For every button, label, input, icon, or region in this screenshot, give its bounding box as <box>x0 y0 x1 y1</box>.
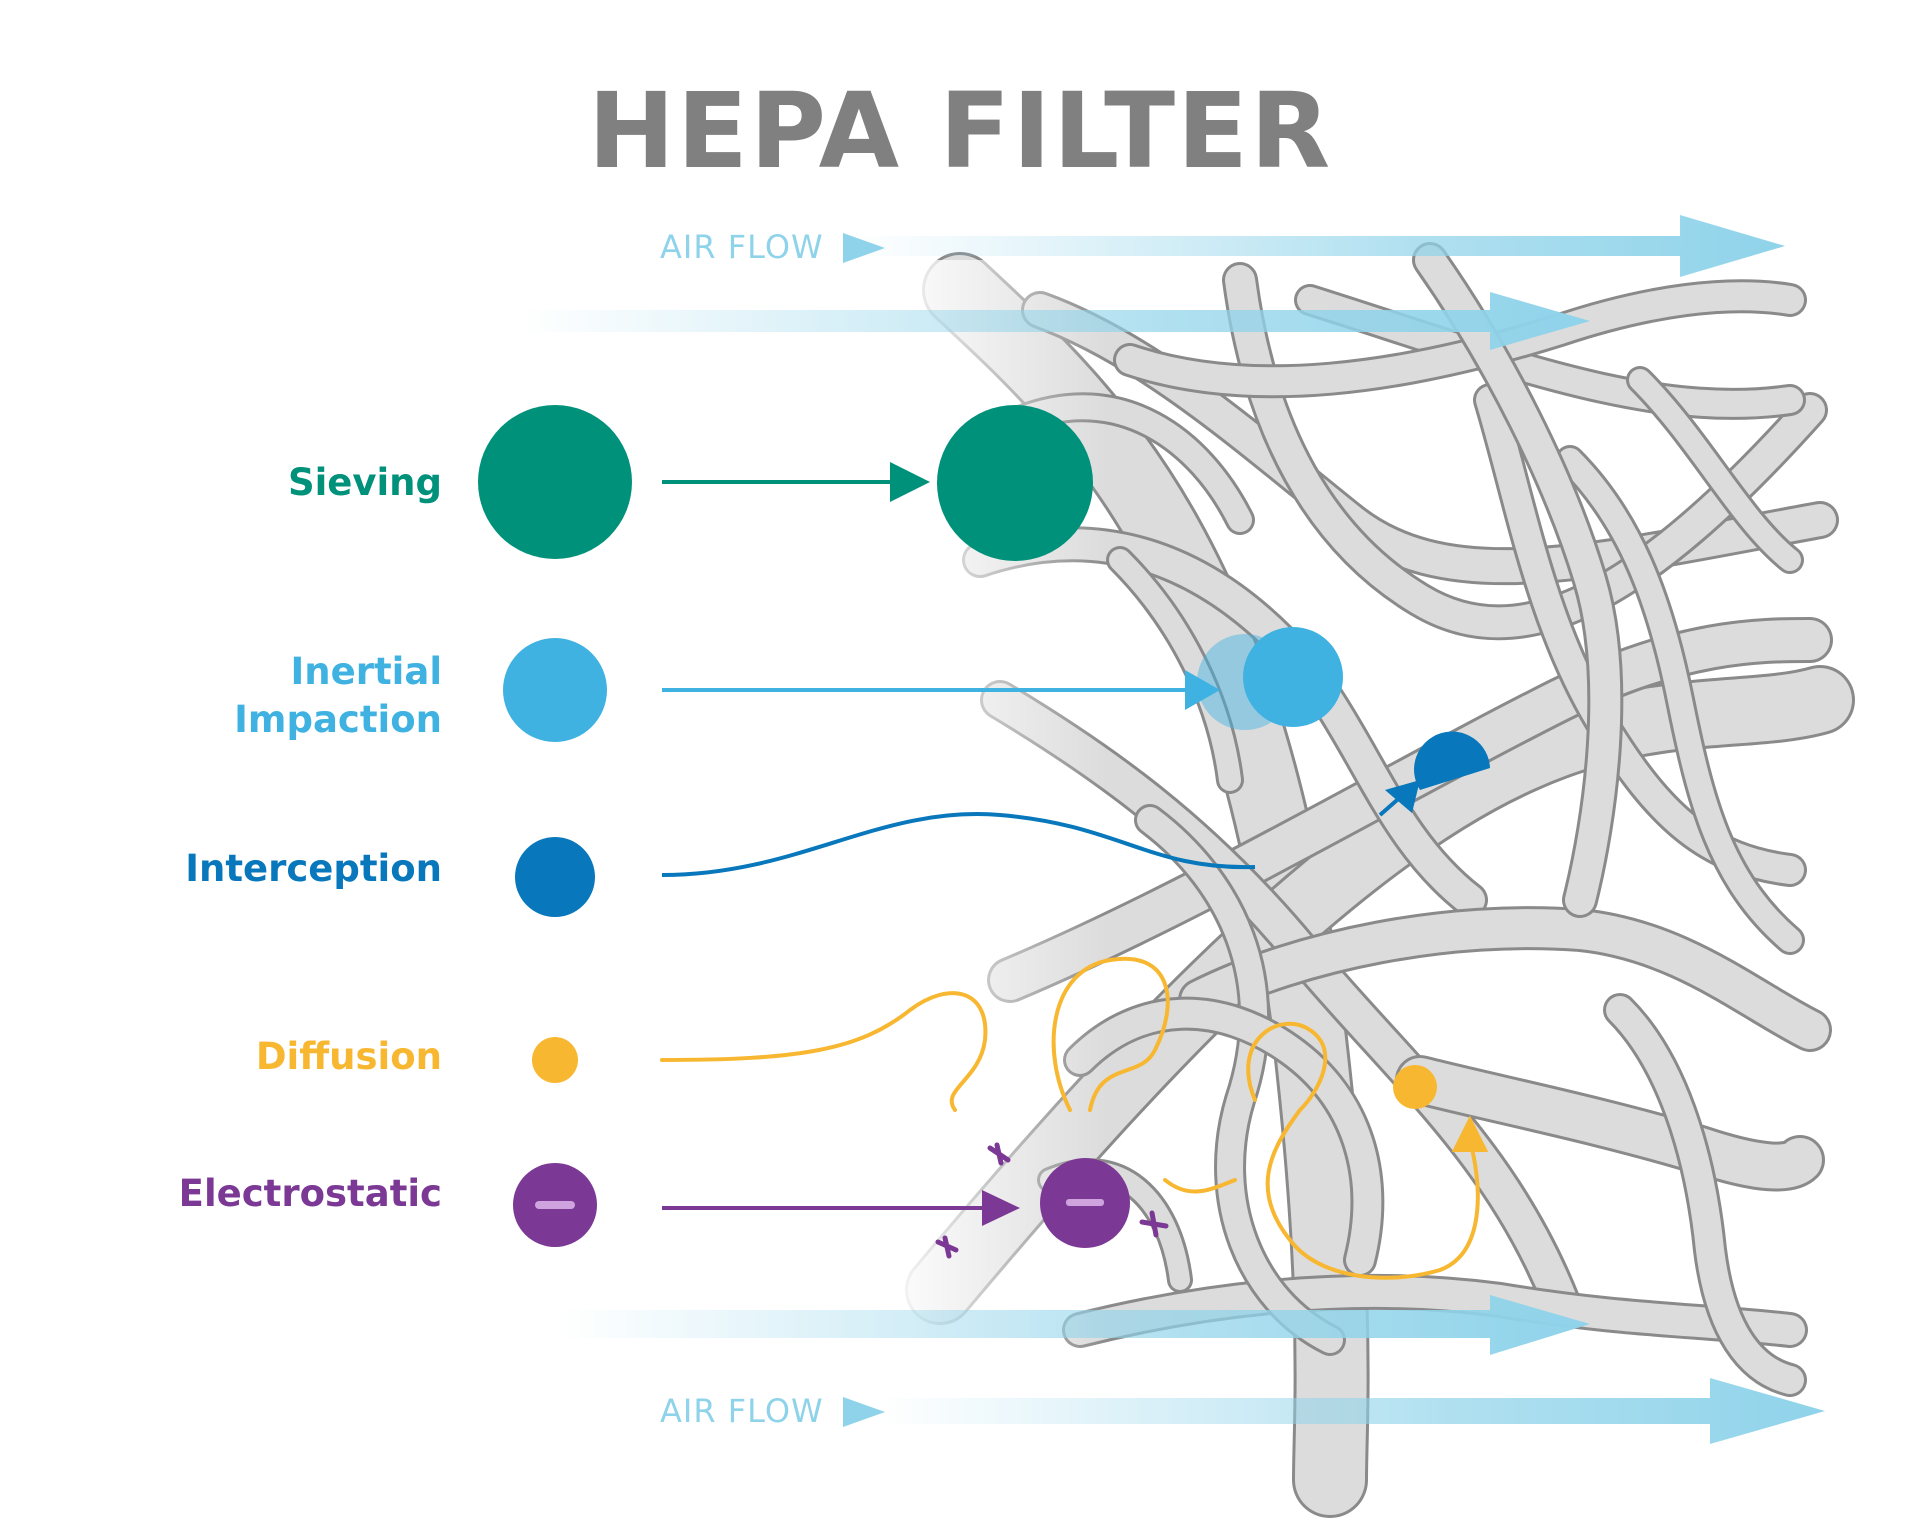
airflow-arrows <box>520 215 1825 1444</box>
fiber <box>1181 909 1829 1049</box>
electrostatic-label: Electrostatic <box>178 1172 442 1215</box>
electrostatic-example <box>513 1142 1169 1259</box>
sieving-label: Sieving <box>287 461 442 504</box>
plus-sign-icon <box>1139 1210 1169 1238</box>
fiber <box>1398 1058 1822 1189</box>
airflow-label-top: AIR FLOW <box>660 228 824 266</box>
minus-sign-icon <box>1066 1199 1104 1206</box>
airflow-arrow-top <box>843 215 1785 277</box>
interception-example <box>515 731 1490 917</box>
inertial-particle <box>503 638 607 742</box>
diffusion-label: Diffusion <box>255 1035 442 1078</box>
sieving-trapped-particle <box>937 405 1093 561</box>
fiber <box>1225 265 1825 638</box>
sieving-particle <box>478 405 632 559</box>
interception-label: Interception <box>185 847 442 890</box>
plus-sign-icon <box>987 1142 1011 1166</box>
diffusion-trapped-particle <box>1393 1065 1437 1109</box>
inertial-trapped-particle <box>1243 627 1343 727</box>
fiber <box>1415 245 1621 915</box>
airflow-label-bottom: AIR FLOW <box>660 1392 824 1430</box>
inertial-label-line1: Inertial <box>290 650 442 693</box>
fiber <box>1558 448 1802 952</box>
interception-particle <box>515 837 595 917</box>
diagram-title: HEPA FILTER <box>587 70 1333 192</box>
sieving-example <box>478 405 1093 561</box>
airflow-arrow-upper <box>520 292 1590 350</box>
fiber <box>1629 369 1801 571</box>
inertial-impaction-label: Inertial Impaction <box>234 648 442 744</box>
minus-sign-icon <box>535 1201 575 1209</box>
airflow-arrow-lower <box>560 1295 1590 1355</box>
plus-sign-icon <box>935 1235 959 1259</box>
airflow-arrow-bottom <box>843 1378 1825 1444</box>
inertial-label-line2: Impaction <box>234 698 442 741</box>
diffusion-particle <box>532 1037 578 1083</box>
inertial-impaction-example <box>503 627 1343 742</box>
fiber <box>1606 996 1804 1394</box>
diffusion-example <box>532 956 1489 1280</box>
